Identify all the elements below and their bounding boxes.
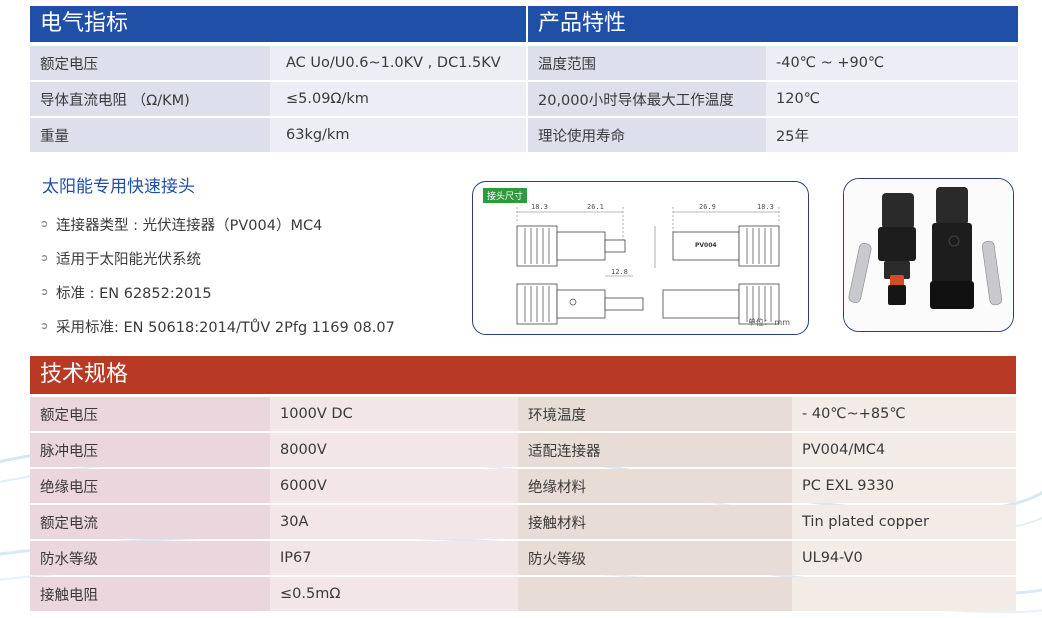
table-cell-label: 绝缘电压	[30, 469, 270, 503]
table-cell-label: 重量	[30, 118, 270, 152]
dimension-drawing: 接头尺寸	[472, 181, 809, 335]
table-cell-value: 63kg/km	[270, 118, 526, 152]
table-cell-label: 额定电压	[30, 397, 270, 431]
dimension-label: 18.3	[757, 203, 774, 211]
table-cell-value: 120℃	[766, 82, 1018, 116]
bullet-text: 连接器类型 : 光伏连接器（PV004）MC4	[56, 217, 323, 234]
table-cell-empty	[792, 577, 1016, 611]
connector-title: 太阳能专用快速接头	[42, 177, 195, 197]
table-cell-label: 温度范围	[528, 46, 766, 80]
features-table: 温度范围 -40℃ ~ +90℃ 20,000小时导体最大工作温度 120℃ 理…	[528, 46, 1018, 152]
dimension-label: 12.8	[611, 268, 628, 276]
drawing-label: 接头尺寸	[483, 188, 528, 203]
bullet-arrow-icon: ➲	[40, 218, 49, 230]
table-cell-value: IP67	[270, 541, 518, 575]
specs-table: 额定电压 1000V DC 环境温度 - 40℃~+85℃ 脉冲电压 8000V…	[30, 397, 1016, 611]
table-cell-value: 25年	[766, 118, 1018, 152]
electrical-header: 电气指标	[30, 6, 526, 42]
table-cell-label: 接触电阻	[30, 577, 270, 611]
bullet-arrow-icon: ➲	[40, 320, 49, 332]
list-item: ➲ 连接器类型 : 光伏连接器（PV004）MC4	[40, 207, 395, 241]
table-cell-label: 环境温度	[518, 397, 792, 431]
table-cell-value: AC Uo/U0.6~1.0KV , DC1.5KV	[270, 46, 526, 80]
features-header: 产品特性	[528, 6, 1018, 42]
electrical-title: 电气指标	[40, 11, 129, 36]
table-cell-label: 脉冲电压	[30, 433, 270, 467]
table-cell-label: 防火等级	[518, 541, 792, 575]
specs-title: 技术规格	[40, 362, 129, 387]
electrical-table: 额定电压 AC Uo/U0.6~1.0KV , DC1.5KV 导体直流电阻 （…	[30, 46, 526, 152]
table-cell-label: 适配连接器	[518, 433, 792, 467]
table-cell-label: 20,000小时导体最大工作温度	[528, 82, 766, 116]
bullet-text: 标准 : EN 62852:2015	[56, 285, 212, 302]
table-cell-label: 理论使用寿命	[528, 118, 766, 152]
table-cell-value: ≤5.09Ω/km	[270, 82, 526, 116]
bullet-text: 采用标准: EN 50618:2014/TŮV 2Pfg 1169 08.07	[56, 319, 395, 336]
connector-photo-svg	[844, 179, 1013, 331]
table-cell-label: 额定电压	[30, 46, 270, 80]
dimension-label: 18.3	[531, 203, 548, 211]
dimension-label: 26.9	[699, 203, 716, 211]
table-cell-value: 8000V	[270, 433, 518, 467]
table-cell-label: 接触材料	[518, 505, 792, 539]
table-cell-value: ≤0.5mΩ	[270, 577, 518, 611]
connector-bullet-list: ➲ 连接器类型 : 光伏连接器（PV004）MC4 ➲ 适用于太阳能光伏系统 ➲ 标准…	[40, 207, 395, 343]
unit-label: 单位： mm	[747, 318, 790, 327]
features-title: 产品特性	[538, 11, 627, 36]
table-cell-value: 6000V	[270, 469, 518, 503]
dimension-label: 26.1	[587, 203, 604, 211]
bullet-arrow-icon: ➲	[40, 252, 49, 264]
table-cell-label: 额定电流	[30, 505, 270, 539]
table-cell-value: 30A	[270, 505, 518, 539]
specs-header: 技术规格	[30, 356, 1016, 394]
table-cell-value: UL94-V0	[792, 541, 1016, 575]
list-item: ➲ 采用标准: EN 50618:2014/TŮV 2Pfg 1169 08.07	[40, 309, 395, 343]
table-cell-value: - 40℃~+85℃	[792, 397, 1016, 431]
list-item: ➲ 适用于太阳能光伏系统	[40, 241, 395, 275]
table-cell-value: -40℃ ~ +90℃	[766, 46, 1018, 80]
part-number-label: PV004	[695, 242, 717, 249]
bullet-arrow-icon: ➲	[40, 286, 49, 298]
table-cell-label: 绝缘材料	[518, 469, 792, 503]
table-cell-value: PV004/MC4	[792, 433, 1016, 467]
bullet-text: 适用于太阳能光伏系统	[56, 251, 201, 268]
product-photo	[843, 178, 1014, 332]
table-cell-value: Tin plated copper	[792, 505, 1016, 539]
table-cell-label: 防水等级	[30, 541, 270, 575]
list-item: ➲ 标准 : EN 62852:2015	[40, 275, 395, 309]
table-cell-value: PC EXL 9330	[792, 469, 1016, 503]
table-cell-label: 导体直流电阻 （Ω/KM)	[30, 82, 270, 116]
connector-drawing-svg	[516, 207, 780, 325]
table-cell-value: 1000V DC	[270, 397, 518, 431]
table-cell-empty	[518, 577, 792, 611]
